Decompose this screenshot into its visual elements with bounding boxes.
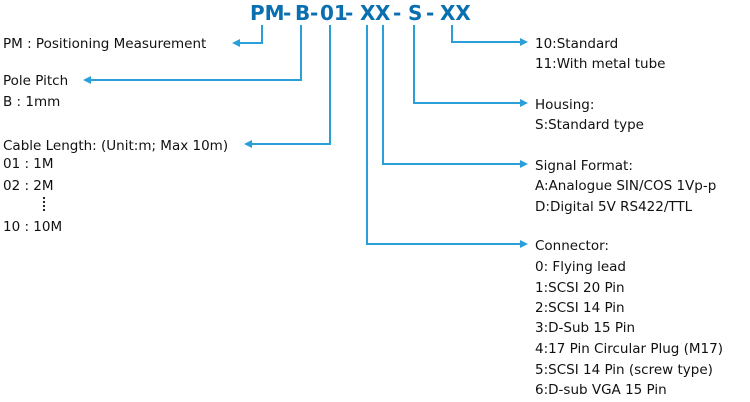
arrow-connector: [520, 240, 528, 248]
code-dash-5: -: [426, 1, 434, 25]
label-connector-5: 5:SCSI 14 Pin (screw type): [535, 362, 713, 378]
code-seg-housing: S: [408, 1, 422, 25]
label-connector-2: 2:SCSI 14 Pin: [535, 300, 625, 316]
code-seg-connector: X: [360, 1, 376, 25]
label-connector-3: 3:D-Sub 15 Pin: [535, 320, 635, 336]
left-labels: PM : Positioning Measurement Pole Pitch …: [3, 36, 228, 235]
label-pm: PM : Positioning Measurement: [3, 36, 206, 52]
line-pitch: [89, 25, 302, 81]
label-cable-title: Cable Length: (Unit:m; Max 10m): [3, 138, 228, 154]
label-cable-10: 10 : 10M: [3, 219, 62, 235]
code-seg-signal: X: [375, 1, 391, 25]
label-housing-title: Housing:: [535, 97, 594, 113]
label-signal-title: Signal Format:: [535, 158, 633, 174]
arrow-signal: [520, 160, 528, 168]
code-seg-pitch: B: [295, 1, 310, 25]
code-dash-1: -: [283, 1, 291, 25]
label-cable-01: 01 : 1M: [3, 156, 54, 172]
label-connector-6: 6:D-sub VGA 15 Pin: [535, 382, 667, 398]
label-pitch-value: B : 1mm: [3, 94, 60, 110]
line-pm: [238, 25, 263, 44]
line-cable: [250, 25, 331, 145]
label-connector-0: 0: Flying lead: [535, 259, 626, 275]
line-connector: [366, 25, 522, 245]
label-signal-a: A:Analogue SIN/COS 1Vp-p: [535, 178, 716, 194]
right-labels: 10:Standard 11:With metal tube Housing: …: [535, 36, 723, 398]
label-connector-title: Connector:: [535, 238, 609, 254]
label-cable-02: 02 : 2M: [3, 178, 54, 194]
line-tube: [451, 25, 522, 43]
line-housing: [413, 25, 522, 104]
part-number-code: PM - B - 01 - X X - S - XX: [250, 1, 471, 25]
label-housing-s: S:Standard type: [535, 117, 644, 133]
vertical-ellipsis-icon: [42, 196, 46, 212]
arrow-tube: [520, 38, 528, 46]
label-pitch-title: Pole Pitch: [3, 73, 68, 89]
code-seg-tube: XX: [440, 1, 471, 25]
code-seg-pm: PM: [250, 1, 285, 25]
code-dash-3: -: [345, 1, 353, 25]
code-dash-4: -: [393, 1, 401, 25]
label-tube-10: 10:Standard: [535, 36, 618, 52]
arrow-cable: [244, 140, 252, 148]
line-signal: [382, 25, 522, 165]
connector-lines: [83, 25, 528, 248]
label-signal-d: D:Digital 5V RS422/TTL: [535, 199, 693, 215]
arrow-pitch: [83, 76, 91, 84]
code-seg-cable: 01: [320, 1, 348, 25]
code-dash-2: -: [310, 1, 318, 25]
arrow-pm: [232, 39, 240, 47]
label-connector-1: 1:SCSI 20 Pin: [535, 280, 625, 296]
arrow-housing: [520, 99, 528, 107]
label-connector-4: 4:17 Pin Circular Plug (M17): [535, 341, 723, 357]
label-tube-11: 11:With metal tube: [535, 56, 665, 72]
